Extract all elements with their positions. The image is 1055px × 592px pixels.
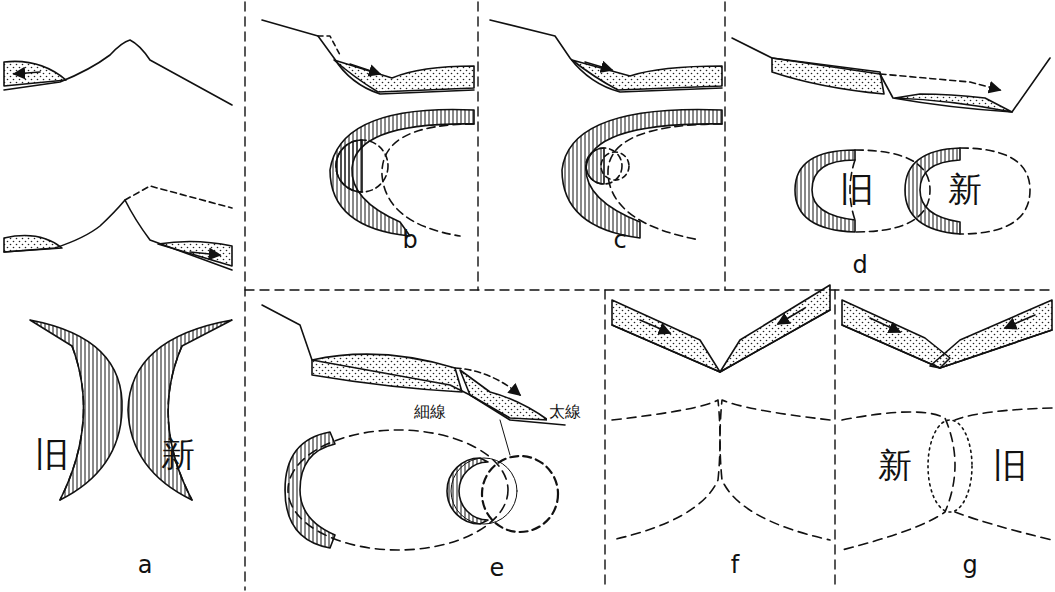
slide-age-label: 旧 [33,436,71,473]
panel-letter: d [850,252,869,278]
panel-letter: e [488,555,507,581]
panel-letter: a [136,552,155,578]
slide-age-label: 旧 [991,447,1029,484]
panel-letter: f [729,552,741,578]
slide-age-label: 新 [159,436,197,473]
slide-age-label: 旧 [838,171,876,208]
slide-age-label: 新 [876,447,914,484]
line-weight-label: 細線 [412,403,448,421]
panel-letter: c [611,227,628,253]
panel-letter: b [400,227,419,253]
panel-letter: g [960,552,979,578]
line-weight-label: 太線 [547,403,583,421]
slide-age-label: 新 [946,171,984,208]
